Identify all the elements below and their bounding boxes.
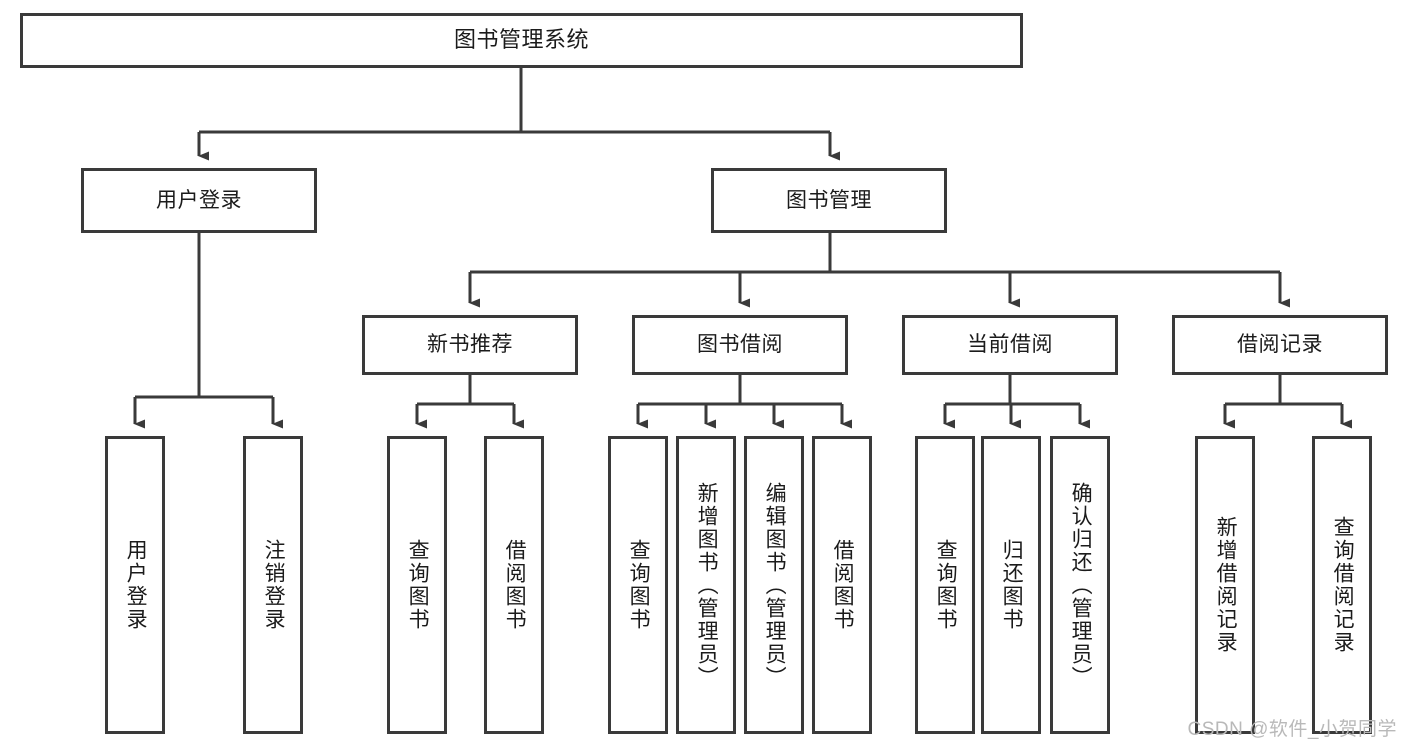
node-root[interactable]: 图书管理系统 (20, 13, 1023, 68)
node-leaf-return-book[interactable]: 归还图书 (981, 436, 1041, 734)
node-leaf-query-borrow-record[interactable]: 查询借阅记录 (1312, 436, 1372, 734)
node-leaf-query-book-3[interactable]: 查询图书 (915, 436, 975, 734)
node-leaf-borrow-book-2[interactable]: 借阅图书 (812, 436, 872, 734)
node-current-borrow[interactable]: 当前借阅 (902, 315, 1118, 375)
node-leaf-query-book-2[interactable]: 查询图书 (608, 436, 668, 734)
node-leaf-borrow-book-1[interactable]: 借阅图书 (484, 436, 544, 734)
node-leaf-confirm-return[interactable]: 确认归还（管理员） (1050, 436, 1110, 734)
node-leaf-query-book-1[interactable]: 查询图书 (387, 436, 447, 734)
node-book-manage[interactable]: 图书管理 (711, 168, 947, 233)
node-leaf-add-borrow-record[interactable]: 新增借阅记录 (1195, 436, 1255, 734)
node-user-login[interactable]: 用户登录 (81, 168, 317, 233)
node-new-book-recommend[interactable]: 新书推荐 (362, 315, 578, 375)
node-leaf-logout[interactable]: 注销登录 (243, 436, 303, 734)
node-borrow-record[interactable]: 借阅记录 (1172, 315, 1388, 375)
node-leaf-user-login[interactable]: 用户登录 (105, 436, 165, 734)
node-book-borrow[interactable]: 图书借阅 (632, 315, 848, 375)
node-leaf-add-book[interactable]: 新增图书（管理员） (676, 436, 736, 734)
node-leaf-edit-book[interactable]: 编辑图书（管理员） (744, 436, 804, 734)
watermark: CSDN @软件_小贺同学 (1187, 719, 1397, 740)
